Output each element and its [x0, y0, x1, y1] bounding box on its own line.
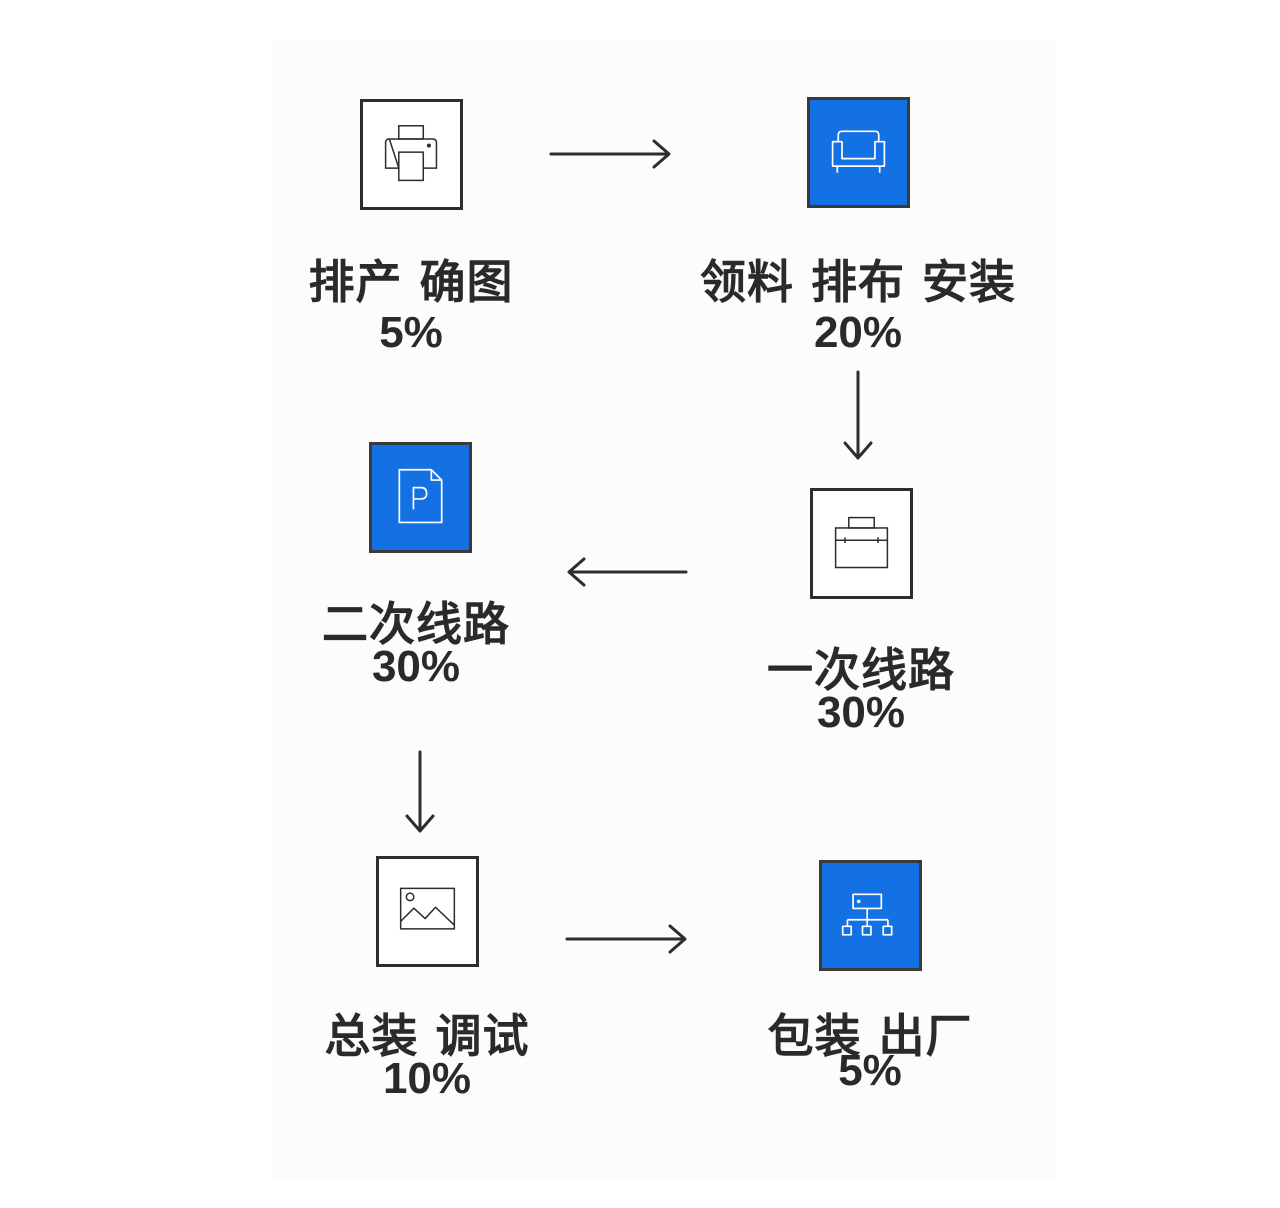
arrow-left-1 — [567, 557, 688, 587]
step-1-percent: 5% — [379, 308, 443, 357]
step-5-label: 总装 调试 — [324, 1009, 530, 1063]
step-3-percent: 30% — [816, 688, 906, 737]
hierarchy-icon — [841, 893, 893, 936]
image-icon — [399, 887, 456, 930]
arrow-right-1 — [549, 139, 671, 169]
step-6-label: 包装 出厂 — [767, 1009, 973, 1063]
sofa-icon — [831, 130, 886, 173]
toolbox-icon — [834, 516, 889, 569]
step-6-percent: 5% — [838, 1046, 902, 1095]
step-2-box — [807, 97, 910, 208]
arrow-right-2 — [565, 924, 687, 954]
step-3-label: 一次线路 — [767, 643, 955, 697]
step-4-label: 二次线路 — [322, 597, 510, 651]
document-p-icon — [398, 468, 443, 524]
step-2-percent: 20% — [813, 308, 903, 357]
arrow-down-2 — [405, 750, 435, 833]
step-1-box — [360, 99, 463, 210]
step-4-percent: 30% — [371, 642, 461, 691]
step-4-box — [369, 442, 472, 553]
step-3-box — [810, 488, 913, 599]
step-6-box — [819, 860, 922, 971]
step-5-box — [376, 856, 479, 967]
step-5-percent: 10% — [382, 1054, 472, 1103]
step-1-label: 排产 确图 — [308, 255, 514, 309]
arrow-down-1 — [843, 370, 873, 460]
diagram-panel — [272, 40, 1056, 1180]
step-2-label: 领料 排布 安装 — [699, 255, 1017, 309]
printer-icon — [384, 125, 438, 182]
